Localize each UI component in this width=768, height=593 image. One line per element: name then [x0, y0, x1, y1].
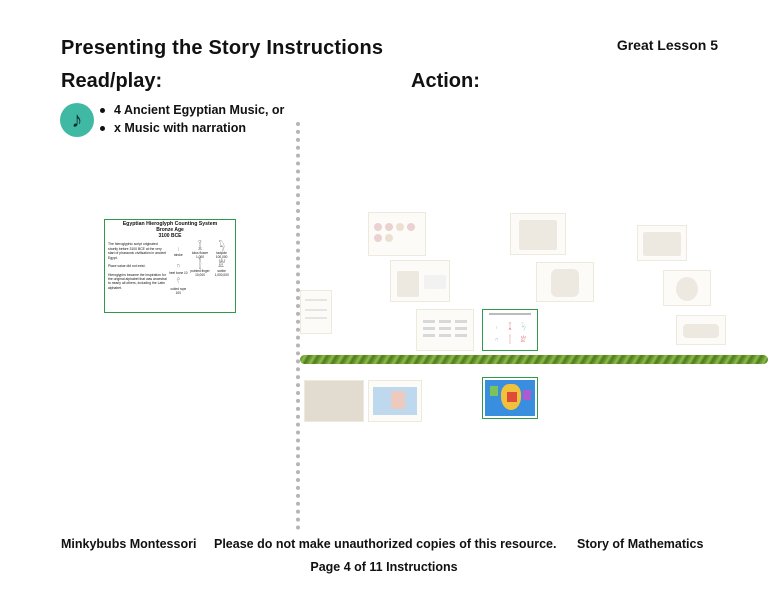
glyph-label: stroke: [173, 253, 183, 258]
mini-glyph-icon: 𓆼: [508, 324, 512, 331]
thumb-pebbles: [676, 315, 726, 345]
stroke-glyph-icon: 𓏺: [177, 243, 179, 254]
thumb-handprint-tokens: [390, 260, 450, 302]
glyph-label: coiled rope 100: [170, 287, 187, 296]
glyph-label: tadpole 100,000: [215, 251, 228, 260]
music-item-narration: x Music with narration: [100, 121, 284, 135]
footer-copyright: Please do not make unauthorized copies o…: [214, 537, 557, 551]
glyph-label: lotus flower 1,000: [191, 251, 209, 260]
thumb-number-list: [300, 290, 332, 334]
action-heading: Action:: [411, 70, 480, 92]
mini-glyph-icon: 𓂭: [508, 337, 512, 344]
glyph-label: heel bone 10: [169, 271, 188, 276]
page-title: Presenting the Story Instructions: [61, 37, 384, 59]
thumb-bread-tokens: [368, 212, 426, 256]
thumb-egyptian-card-copy: 𓏺 𓆼 𓆐 𓎆 𓂭 𓁨: [482, 309, 538, 351]
music-list: 4 Ancient Egyptian Music, or x Music wit…: [100, 103, 284, 139]
mini-glyph-icon: 𓁨: [520, 337, 527, 344]
tadpole-glyph-icon: 𓆐: [218, 241, 225, 252]
thumb-tally-chart: [416, 309, 474, 351]
card-title: Egyptian Hieroglyph Counting System: [122, 221, 218, 227]
thumb-africa-map: [482, 377, 538, 419]
thumb-people-photo: [304, 380, 364, 422]
card-date: 3100 BCE: [158, 232, 182, 239]
mini-glyph-icon: 𓎆: [495, 337, 498, 344]
coiled-rope-glyph-icon: 𓍢: [176, 277, 181, 288]
card-text-place-value: Place value did not exist.: [108, 264, 146, 269]
page-number: Page 4 of 11 Instructions: [310, 560, 458, 574]
scribe-glyph-icon: 𓁨: [217, 259, 226, 270]
card-text-alphabet: Hieroglyphs became the inspiration for t…: [108, 272, 167, 290]
glyph-label: pointed finger 10,000: [190, 269, 210, 278]
thumb-carved-stone: [536, 262, 594, 302]
thumb-stone-slab: [637, 225, 687, 261]
read-play-heading: Read/play:: [61, 70, 163, 92]
mini-glyph-icon: 𓏺: [496, 324, 498, 331]
footer-brand: Minkybubs Montessori: [61, 537, 197, 551]
lesson-label: Great Lesson 5: [616, 37, 718, 53]
finger-glyph-icon: 𓂭: [198, 259, 202, 270]
thumb-world-map-faded: [368, 380, 422, 422]
glyph-label: scribe 1,000,000: [214, 269, 229, 278]
music-item-ancient: 4 Ancient Egyptian Music, or: [100, 103, 284, 117]
card-body: The hieroglyphic script originated short…: [108, 241, 232, 296]
footer-series: Story of Mathematics: [577, 537, 704, 551]
music-note-icon[interactable]: ♪: [60, 103, 94, 137]
column-divider: [296, 122, 300, 530]
timeline-rope: [300, 355, 768, 364]
mini-glyph-icon: 𓆐: [521, 324, 526, 331]
lotus-glyph-icon: 𓆼: [197, 241, 203, 252]
thumb-round-stone: [663, 270, 711, 306]
heel-bone-glyph-icon: 𓎆: [176, 261, 180, 272]
card-text: The hieroglyphic script originated short…: [108, 242, 168, 295]
card-text-origin: The hieroglyphic script originated short…: [108, 242, 167, 260]
card-subtitle: Bronze Age: [156, 226, 184, 233]
thumb-clay-tablet: [510, 213, 566, 255]
hieroglyph-counting-card: Egyptian Hieroglyph Counting System Bron…: [104, 219, 236, 313]
